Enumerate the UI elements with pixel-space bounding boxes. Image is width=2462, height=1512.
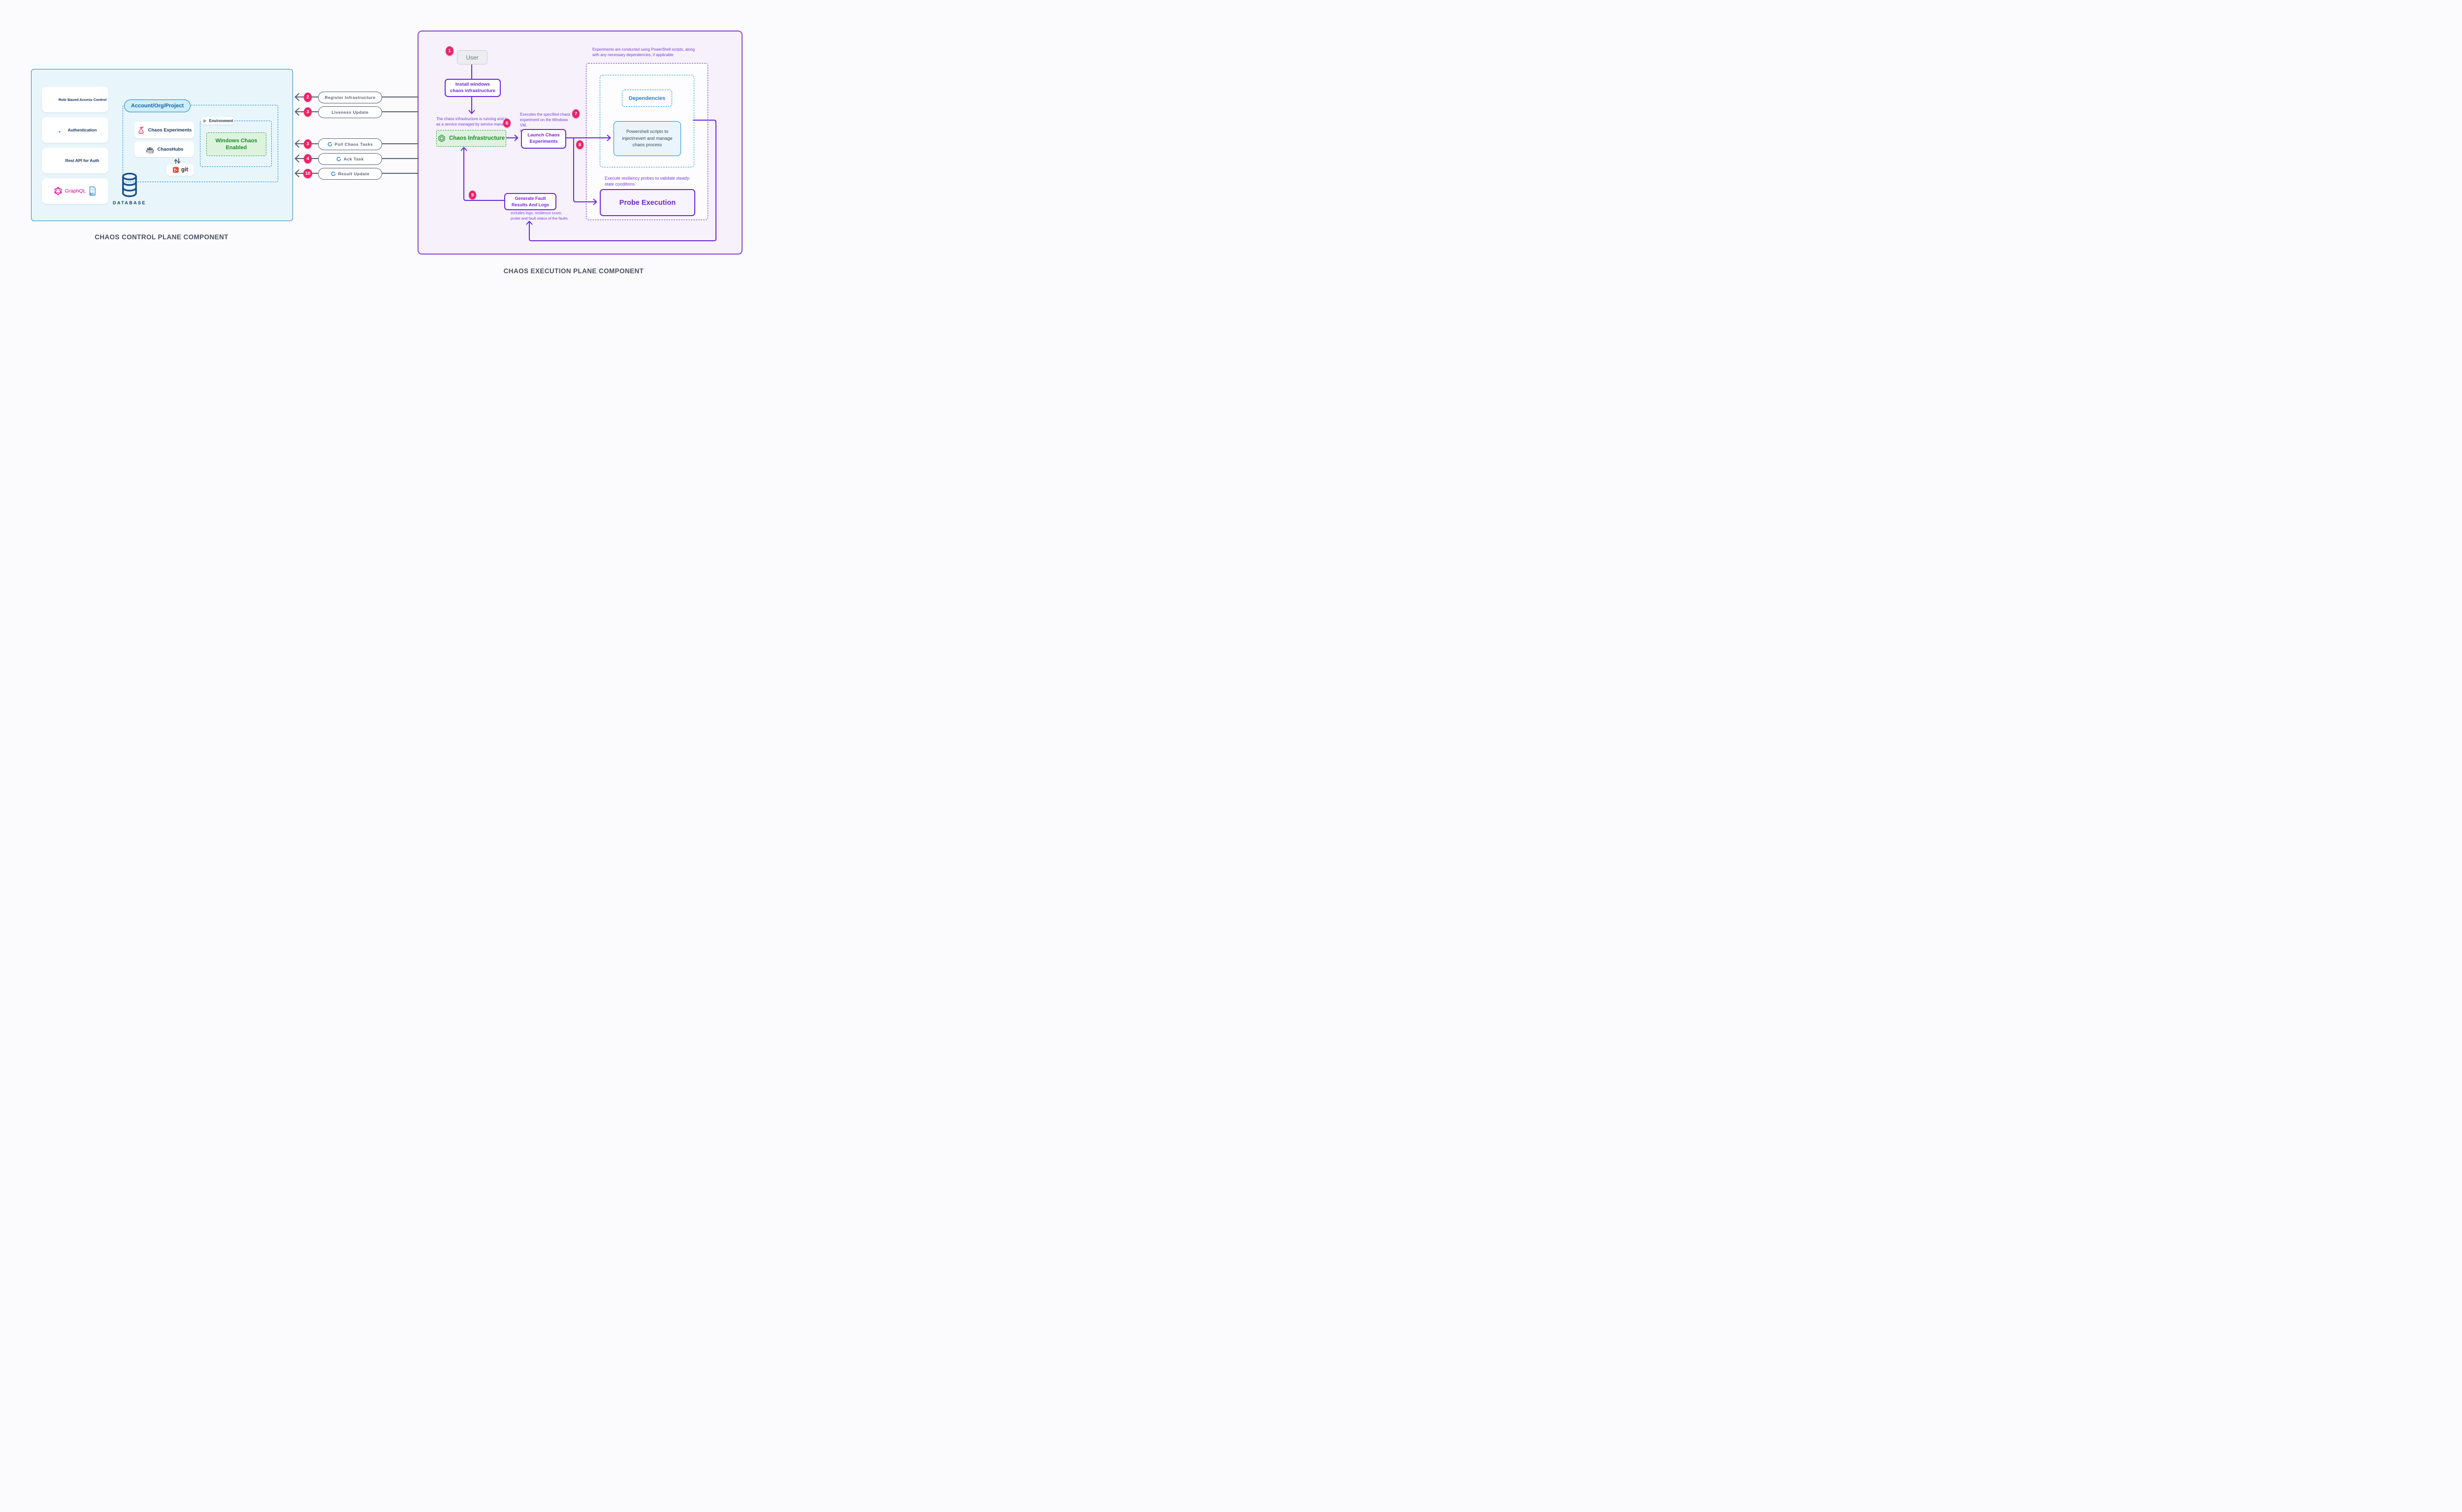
step-badge-3: 3 xyxy=(304,107,312,117)
powershell-scripts-box: Powershell scripts to inject/revert and … xyxy=(614,121,681,156)
card-rbac: Role Based Access Control xyxy=(42,87,108,112)
install-infra-box: Install windows chaos infrastructure xyxy=(445,79,501,97)
register-infrastructure-label: Register Infrastructure xyxy=(324,95,376,100)
chaoshubs-label: ChaosHubs xyxy=(157,146,184,152)
probe-execution-box: Probe Execution xyxy=(600,189,695,216)
git-icon xyxy=(172,166,179,173)
card-chaos-experiments: Chaos Experiments xyxy=(134,122,194,138)
rbac-label: Role Based Access Control xyxy=(58,97,107,102)
account-scope-dashed-box xyxy=(123,105,278,182)
launch-chaos-experiments-box: Launch Chaos Experiments xyxy=(521,129,566,149)
running-note: The chaos infrastructure is running and … xyxy=(436,117,510,127)
card-rest-api: Rest API for Auth xyxy=(42,148,108,173)
account-scope-pill: Account/Org/Project xyxy=(124,99,191,112)
step-badge-6: 6 xyxy=(503,119,511,128)
user-box: User xyxy=(457,50,487,64)
step-badge-1: 1 xyxy=(446,46,454,56)
sync-icon xyxy=(336,157,341,161)
account-scope-label: Account/Org/Project xyxy=(131,103,184,109)
authentication-label: Authentication xyxy=(67,128,97,132)
includes-note: Includes logs, resilience score, probe a… xyxy=(511,211,569,221)
environment-label-pill: Environment xyxy=(201,117,234,125)
step-badge-10: 10 xyxy=(303,169,312,178)
poll-chaos-tasks-label: Poll Chaos Tasks xyxy=(334,142,373,147)
card-chaoshubs: ChaosHubs xyxy=(134,141,194,157)
pill-liveness-update: Liveness Update xyxy=(318,106,382,118)
windows-chaos-enabled-box: Windows Chaos Enabled xyxy=(206,132,266,156)
branch-icon xyxy=(51,155,63,166)
sync-icon xyxy=(327,142,332,147)
pill-result-update: Result Update xyxy=(318,168,382,180)
step-badge-4: 4 xyxy=(304,154,312,163)
environment-dashed-box xyxy=(200,121,272,167)
open-lock-icon xyxy=(54,125,65,136)
chaos-infrastructure-icon xyxy=(438,134,446,142)
dependencies-box: Dependencies xyxy=(622,90,672,107)
git-label: git xyxy=(181,167,189,173)
chaos-experiments-label: Chaos Experiments xyxy=(148,127,192,133)
flask-icon xyxy=(137,126,145,134)
rbac-icon xyxy=(44,94,56,105)
probe-note: Execute resiliency probes to validate st… xyxy=(605,176,691,187)
pill-poll-chaos-tasks: Poll Chaos Tasks xyxy=(318,138,382,150)
api-document-icon xyxy=(88,186,97,196)
generate-fault-results-box: Generate Fault Results And Logs xyxy=(504,193,556,210)
tube-rack-icon xyxy=(145,145,155,154)
card-git: git xyxy=(166,164,194,176)
liveness-update-label: Liveness Update xyxy=(331,110,369,115)
step-badge-3b: 3 xyxy=(304,139,312,149)
chaos-infrastructure-label: Chaos Infrastructure xyxy=(449,135,505,141)
step-badge-8: 8 xyxy=(576,140,583,149)
chaos-infrastructure-box: Chaos Infrastructure xyxy=(436,130,506,147)
chaos-architecture-diagram: Role Based Access Control Authentication… xyxy=(0,0,759,302)
card-authentication: Authentication xyxy=(42,117,108,143)
card-graphql: GraphQL xyxy=(42,178,108,204)
database-label: DATABASE xyxy=(113,200,146,205)
result-update-label: Result Update xyxy=(338,171,370,176)
step-badge-7: 7 xyxy=(572,109,580,118)
control-plane-title: CHAOS CONTROL PLANE COMPONENT xyxy=(95,233,228,241)
rest-api-label: Rest API for Auth xyxy=(65,158,99,163)
graphql-label: GraphQL xyxy=(65,188,86,194)
hexagon-cluster-icon xyxy=(202,119,207,124)
ack-task-label: Ack Task xyxy=(344,157,364,161)
powershell-note: Experiments are conducted using PowerShe… xyxy=(592,47,695,57)
step-badge-9: 9 xyxy=(469,191,476,199)
environment-label: Environment xyxy=(209,119,233,123)
pill-ack-task: Ack Task xyxy=(318,153,382,165)
graphql-icon xyxy=(54,187,63,195)
database-icon xyxy=(121,172,138,198)
pill-register-infrastructure: Register Infrastructure xyxy=(318,92,382,103)
step-badge-2: 2 xyxy=(304,93,312,102)
execution-plane-title: CHAOS EXECUTION PLANE COMPONENT xyxy=(503,267,644,275)
sync-icon xyxy=(331,171,336,176)
